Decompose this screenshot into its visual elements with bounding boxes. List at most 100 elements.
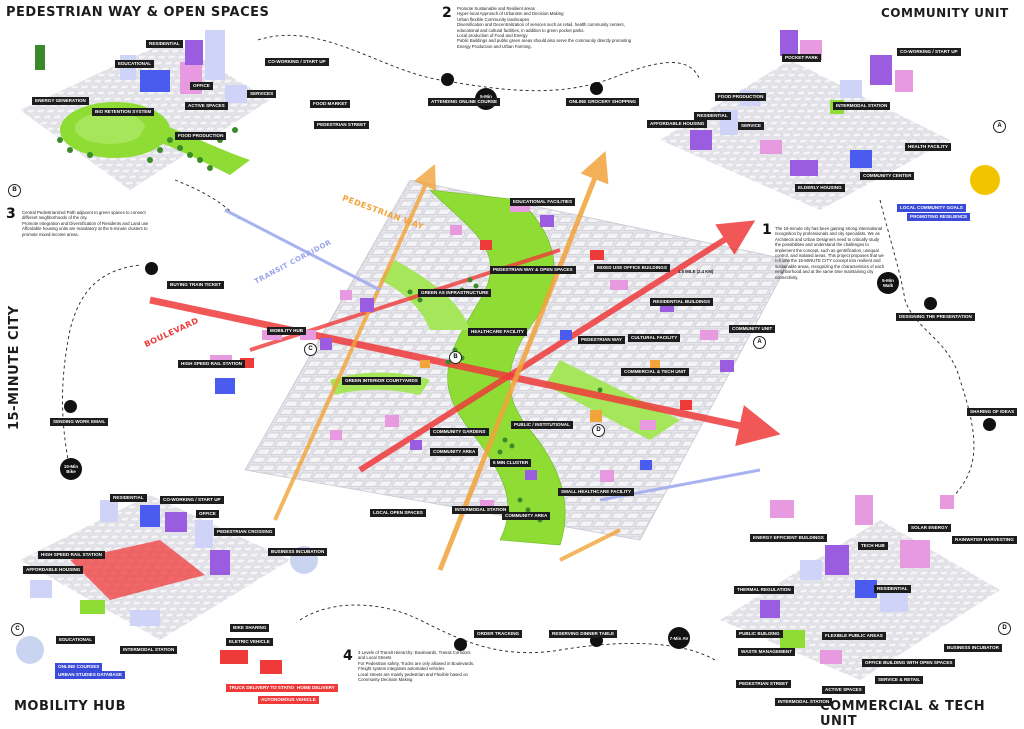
tech-thermal: THERMAL REGULATION (734, 586, 794, 594)
s4-bullet: Local streets are mainly pedestrian and … (358, 671, 468, 683)
s2-bullet: Local production of Food and Energy (457, 33, 528, 39)
ped-street: PEDESTRIAN STREET (314, 121, 370, 129)
tech-residential: RESIDENTIAL (874, 585, 911, 593)
green-spine (429, 189, 566, 546)
map-educational: EDUCATIONAL FACILITIES (510, 198, 576, 206)
marker-c-map: C (304, 343, 317, 356)
map-5min: 5 MIN CLUSTER (490, 459, 532, 467)
mob-intermodal: INTERMODAL STATION (120, 646, 178, 654)
comm-pocketpark: POCKET PARK (782, 54, 822, 62)
mob-truck: TRUCK DELIVERY TO STATION (226, 684, 301, 692)
marker-a-map: A (753, 336, 766, 349)
marker-b-ped: B (8, 184, 21, 197)
tech-rainwater: RAINWATER HARVESTING (952, 536, 1017, 544)
mob-affordable: AFFORDABLE HOUSING (23, 566, 84, 574)
map-healthcare: HEALTHCARE FACILITY (468, 328, 527, 336)
tracking-icon (454, 638, 467, 651)
ped-office: OFFICE (190, 82, 213, 90)
s2-bullet: Public Buildings and public green areas … (457, 38, 632, 49)
s2-bullet: Urban flexible Community landscapes (457, 16, 530, 22)
s2-bullet: Diversification and Decentralization of … (457, 22, 625, 33)
s4-bullet: For Pedestrian safety, Trucks are only a… (358, 660, 475, 672)
tech-business: BUSINESS INCUBATOR (944, 644, 1002, 652)
laptop-icon (441, 73, 454, 86)
tech-solar: SOLAR ENERGY (908, 524, 951, 532)
mob-autonomous: AUTONOMOUS VEHICLE (258, 696, 319, 704)
map-community-area-2: COMMUNITY AREA (502, 512, 551, 520)
map-mobility: MOBILITY HUB (267, 327, 307, 335)
ped-energy: ENERGY GENERATION (32, 97, 89, 105)
comm-goals: LOCAL COMMUNITY GOALS (897, 204, 966, 212)
ped-services: SERVICES (247, 90, 277, 98)
ped-coworking: CO-WORKING / START UP (265, 58, 329, 66)
ped-active: ACTIVE SPACES (185, 102, 228, 110)
tech-street: PEDESTRIAN STREET (736, 680, 792, 688)
tech-active: ACTIVE SPACES (822, 686, 865, 694)
journey-reserving: RESERVING DINNER TABLE (549, 630, 618, 638)
tech-public: PUBLIC BUILDING (736, 630, 783, 638)
map-pedway2: PEDESTRIAN WAY (578, 336, 625, 344)
map-intermodal: INTERMODAL STATION (452, 506, 510, 514)
mob-pedcrossing: PEDESTRIAN CROSSING (214, 528, 276, 536)
comm-residential: RESIDENTIAL (694, 112, 731, 120)
comm-resilience: PROMOTING RESILIENCE (907, 213, 971, 221)
tech-hub: TECH HUB (858, 542, 888, 550)
section-1-number: 1 (762, 222, 772, 238)
comm-foodproduction: FOOD PRODUCTION (715, 93, 767, 101)
av-bubble: 7-Min AV (668, 627, 690, 649)
city-title: 15-MINUTE CITY (7, 305, 22, 430)
section-1-text: The 15-minute city has been gaining stro… (775, 226, 885, 280)
journey-path (62, 35, 975, 661)
bike-bubble: 10-Min Bike (60, 458, 82, 480)
ped-bio: BIO RETENTION SYSTEM (92, 108, 155, 116)
section-2-number: 2 (442, 5, 452, 21)
map-community-area: COMMUNITY AREA (430, 448, 479, 456)
s3-bullet: Promote Integration and Diversification … (22, 220, 149, 226)
mob-home: HOME DELIVERY (294, 684, 338, 692)
ped-foodproduction: FOOD PRODUCTION (175, 132, 227, 140)
section-3-number: 3 (6, 206, 16, 222)
map-ped-open: PEDESTRIAN WAY & OPEN SPACES (490, 266, 576, 274)
boulevard-1 (149, 296, 781, 447)
journey-tracking: ORDER TRACKING (474, 630, 523, 638)
section-3-text: Central Pedestrianized Path adjacent to … (22, 210, 152, 237)
community-vignette (660, 30, 1000, 210)
pen-icon (924, 297, 937, 310)
map-hsr: HIGH SPEED RAIL STATION (178, 360, 245, 368)
map-local-open: LOCAL OPEN SPACES (370, 509, 426, 517)
journey-email: SENDING WORK EMAIL (50, 418, 109, 426)
mob-bike: BIKE SHARING (230, 624, 270, 632)
mob-business: BUSINESS INCUBATION (268, 548, 328, 556)
mob-electric: ELETRIC VEHICLE (226, 638, 273, 646)
map-residential: RESIDENTIAL BUILDINGS (650, 298, 714, 306)
tech-energy: ENERGY EFFICIENT BUILDINGS (750, 534, 827, 542)
map-mixeduse: MIXED USE OFFICE BUILDINGS (594, 264, 670, 272)
map-commercial: COMMERCIAL & TECH UNIT (621, 368, 689, 376)
journey-ticket: BUYING TRAIN TICKET (167, 281, 225, 289)
comm-affordable: AFFORDABLE HOUSING (647, 120, 708, 128)
map-scale: 1.5 MILE (2.4 KM) (678, 269, 714, 274)
comm-health: HEALTH FACILITY (905, 143, 951, 151)
map-public: PUBLIC / INSTITUTIONAL (511, 421, 573, 429)
mob-online: ONLINE COURSES (55, 663, 103, 671)
marker-d-map: D (592, 424, 605, 437)
walk-bubble: 5-Min Walk (877, 272, 899, 294)
section-4-number: 4 (343, 648, 353, 664)
train-icon (145, 262, 158, 275)
mob-office: OFFICE (196, 510, 219, 518)
marker-c-mob: C (11, 623, 24, 636)
journey-presentation: DESIGNING THE PRESENTATION (896, 313, 975, 321)
journey-sharing: SHARING OF IDEAS (967, 408, 1018, 416)
s2-bullet: Hyper-local Approach of Urbanism and Dec… (457, 11, 564, 17)
idea-icon (983, 418, 996, 431)
tech-service: SERVICE & RETAIL (875, 676, 924, 684)
ped-residential: RESIDENTIAL (146, 40, 183, 48)
pedestrian-title: PEDESTRIAN WAY & OPEN SPACES (6, 5, 270, 20)
mob-educational: EDUCATIONAL (56, 636, 96, 644)
mob-hsr: HIGH SPEED RAIL STATION (38, 551, 105, 559)
tech-flexible: FLEXIBLE PUBLIC AREAS (822, 632, 886, 640)
s2-bullet: Promote Sustainable and Resilient areas (457, 6, 535, 11)
tech-waste: WASTE MANAGEMENT (738, 648, 796, 656)
cart-icon (590, 82, 603, 95)
map-community-unit: COMMUNITY UNIT (729, 325, 776, 333)
